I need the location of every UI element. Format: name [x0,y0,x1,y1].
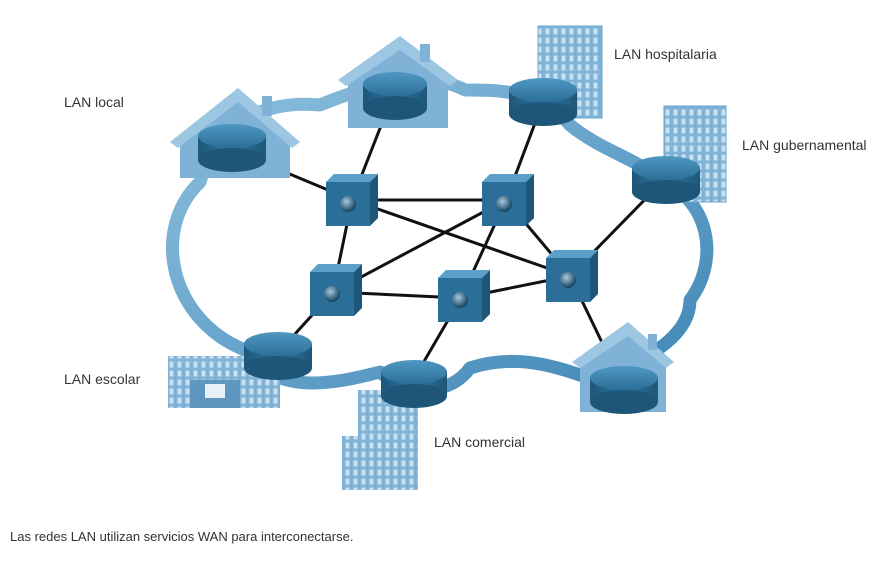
label-lan-hospital: LAN hospitalaria [614,46,717,62]
switch-icon [438,270,490,322]
label-lan-local: LAN local [64,94,124,110]
router-icon [590,366,658,414]
switch-icon [310,264,362,316]
switch-icon [326,174,378,226]
label-lan-school: LAN escolar [64,371,141,387]
router-icon [363,72,427,120]
figure-caption: Las redes LAN utilizan servicios WAN par… [10,529,354,544]
switch-icon [546,250,598,302]
router-icon [632,156,700,204]
label-lan-commercial: LAN comercial [434,434,526,450]
wan-cloud [166,73,714,397]
switch-icon [482,174,534,226]
router-icon [244,332,312,380]
label-lan-government: LAN gubernamental [742,137,867,153]
router-icon [198,124,266,172]
router-icon [509,78,577,126]
router-icon [381,360,447,408]
